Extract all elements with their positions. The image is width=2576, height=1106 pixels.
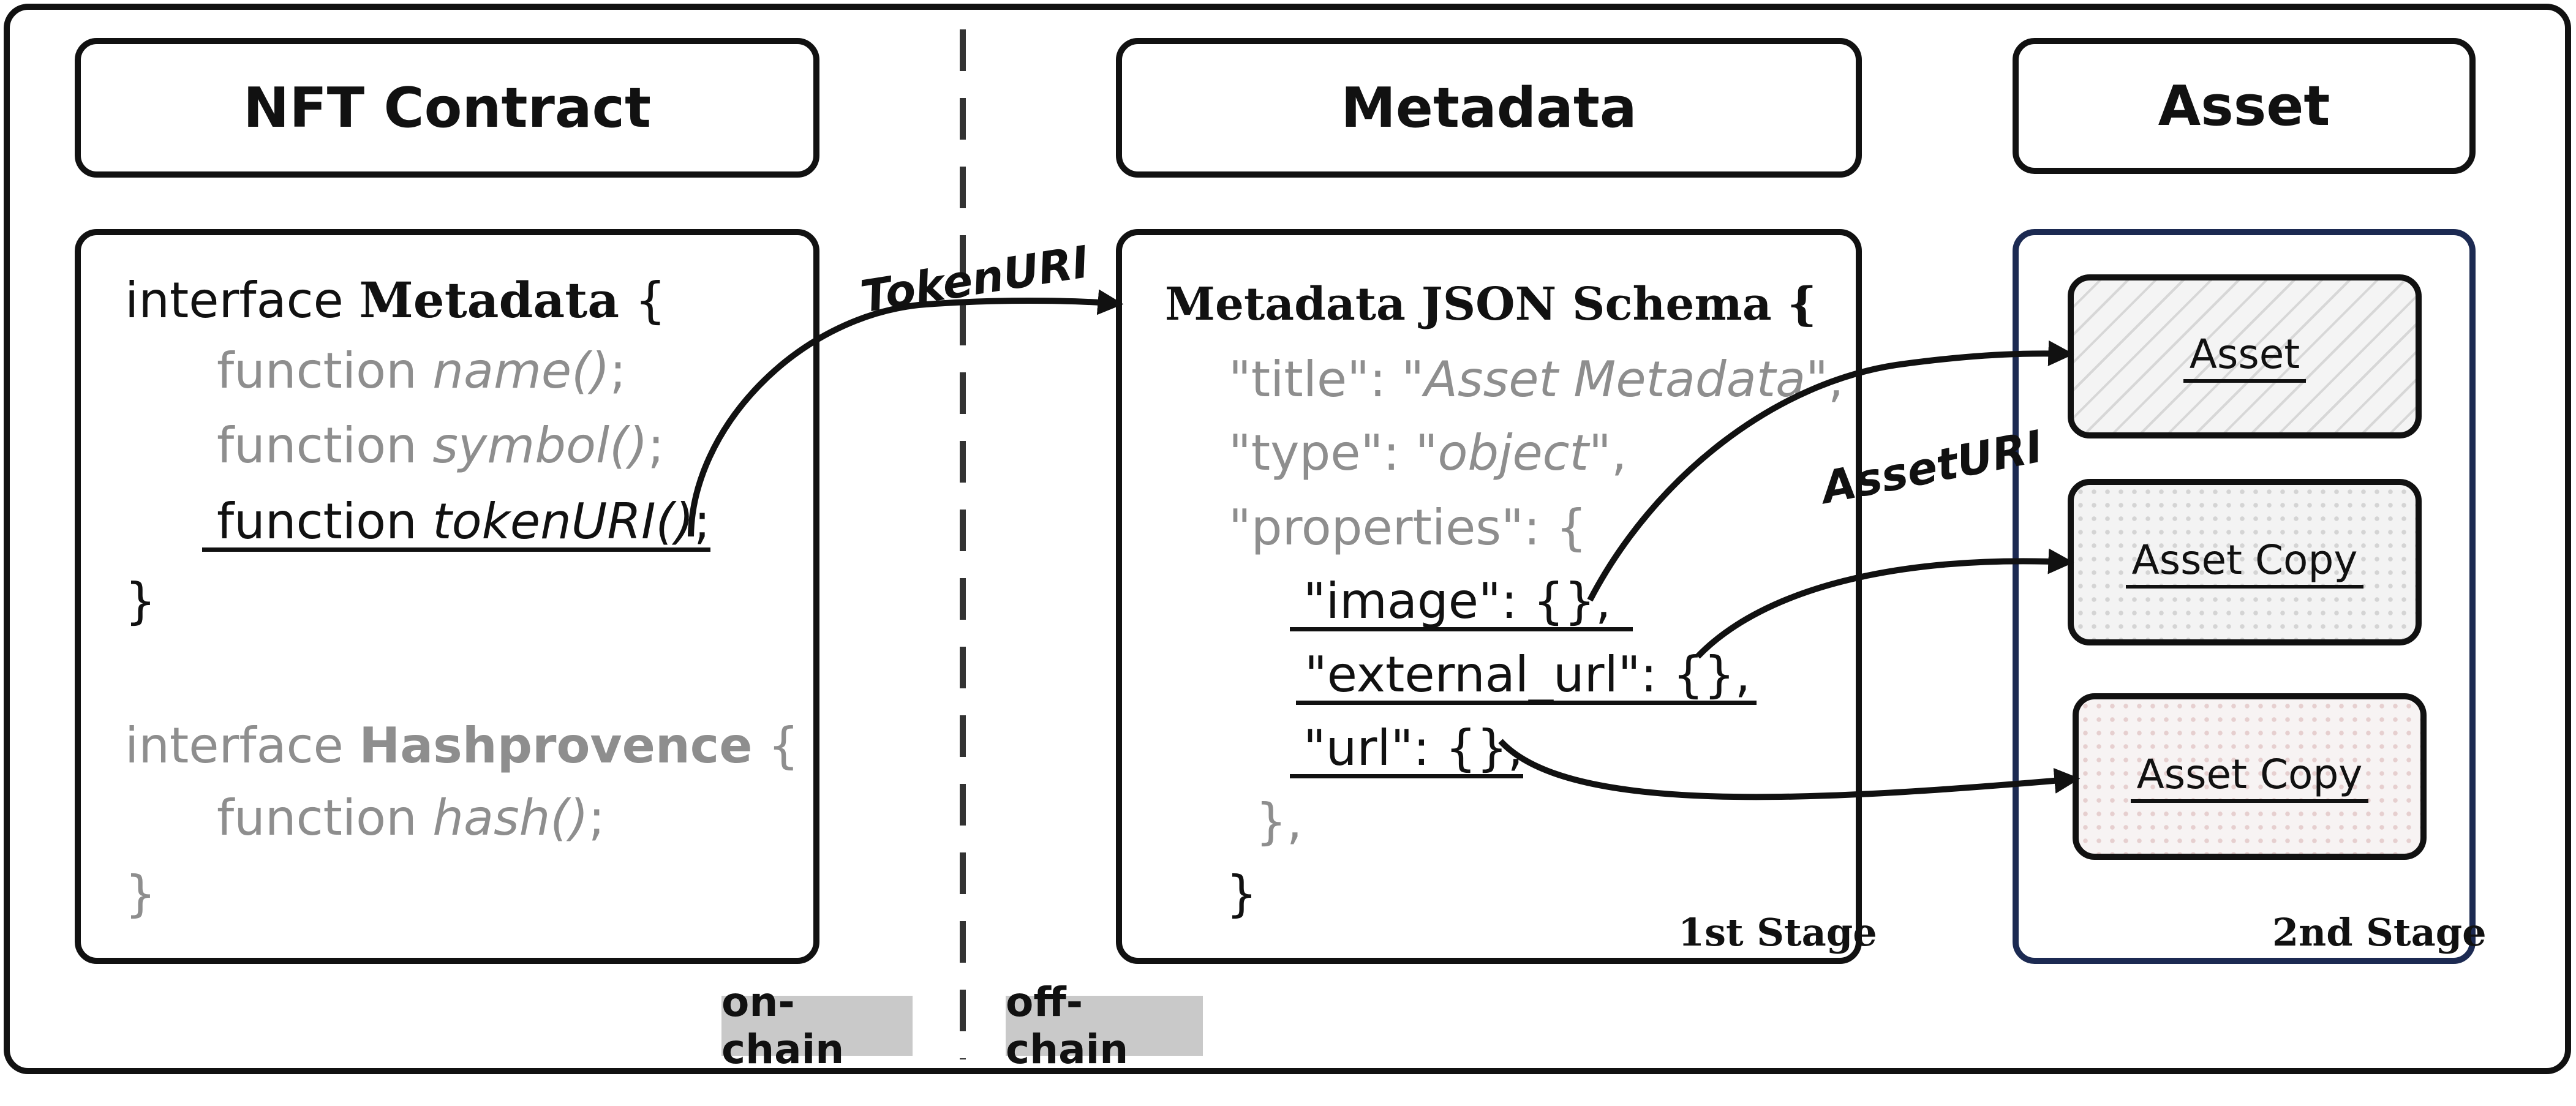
interface-metadata-close: } [125, 577, 156, 626]
header-asset: Asset [2013, 38, 2476, 174]
function-tokenuri-line: function tokenURI(); [202, 497, 710, 552]
off-chain-label: off-chain [1006, 979, 1129, 1073]
on-chain-label: on-chain [721, 979, 845, 1073]
header-asset-label: Asset [2158, 73, 2330, 138]
semicolon: ; [609, 342, 627, 399]
semicolon: ; [588, 789, 605, 846]
asset-copy-box-2: Asset Copy [2073, 693, 2427, 860]
asset-copy-label-1: Asset Copy [2125, 536, 2364, 589]
semicolon: ; [693, 493, 710, 550]
function-symbol: symbol() [432, 417, 648, 474]
header-nft-contract: NFT Contract [75, 38, 819, 178]
schema-properties-line: "properties": { [1229, 499, 1587, 556]
header-metadata-label: Metadata [1341, 75, 1637, 140]
on-chain-tag: on-chain [721, 979, 913, 1073]
asset-box: Asset [2068, 274, 2422, 438]
brace-close: } [125, 573, 156, 630]
asset-label: Asset [2183, 331, 2307, 383]
schema-title-key: "title": [1229, 351, 1402, 408]
schema-close: } [1226, 865, 1257, 922]
interface-metadata-name: Metadata [359, 271, 620, 329]
schema-type-line: "type": "object", [1229, 429, 1627, 478]
interface-hashprovence-close: } [125, 870, 156, 919]
header-metadata: Metadata [1116, 38, 1862, 178]
property-external-url: "external_url": {}, [1296, 650, 1757, 705]
function-hash: hash() [432, 789, 589, 846]
brace-close: } [125, 865, 156, 922]
stage-label-2: 2nd Stage [2272, 910, 2487, 955]
semicolon: ; [647, 417, 665, 474]
interface-keyword: interface [125, 272, 344, 329]
function-keyword: function [217, 417, 417, 474]
brace-open: { [635, 272, 666, 329]
function-keyword: function [217, 789, 417, 846]
off-chain-tag: off-chain [1006, 979, 1203, 1073]
property-image: "image": {}, [1290, 577, 1633, 631]
function-symbol-line: function symbol(); [217, 421, 665, 470]
property-url: "url": {}, [1290, 724, 1524, 778]
function-tokenuri: tokenURI() [432, 493, 694, 550]
header-nft-contract-label: NFT Contract [243, 75, 651, 140]
properties-close: }, [1256, 793, 1303, 850]
interface-hashprovence-name: Hashprovence [359, 717, 753, 774]
schema-title-line: "title": "Asset Metadata", [1229, 355, 1843, 404]
comma: , [1828, 351, 1844, 408]
interface-hashprovence-line: interface Hashprovence { [125, 721, 799, 770]
brace-open: { [767, 717, 799, 774]
diagram-frame [4, 4, 2571, 1074]
function-keyword: function [217, 493, 417, 550]
comma: , [1611, 424, 1627, 481]
function-keyword: function [217, 342, 417, 399]
interface-metadata-line: interface Metadata { [125, 276, 666, 325]
stage-label-1: 1st Stage [1678, 910, 1877, 955]
schema-type-key: "type": [1229, 424, 1415, 481]
metadata-schema-title: Metadata JSON Schema { [1165, 278, 1817, 331]
function-name: name() [432, 342, 610, 399]
schema-title-value: "Asset Metadata" [1401, 351, 1828, 408]
interface-keyword: interface [125, 717, 344, 774]
function-name-line: function name(); [217, 347, 626, 396]
asset-copy-box-1: Asset Copy [2068, 479, 2422, 645]
schema-type-value: "object" [1415, 424, 1611, 481]
contract-panel [75, 229, 819, 964]
asset-copy-label-2: Asset Copy [2130, 751, 2369, 803]
function-hash-line: function hash(); [217, 794, 605, 843]
